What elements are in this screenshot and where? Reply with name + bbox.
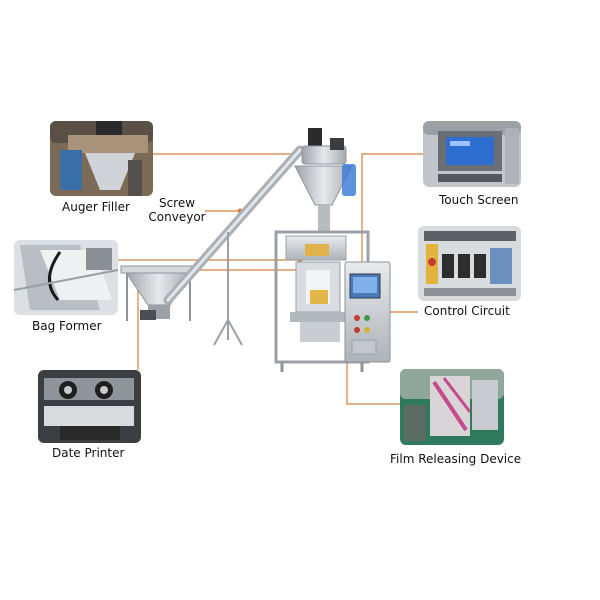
label-control-circuit: Control Circuit — [424, 304, 510, 318]
packaging-machine — [120, 128, 391, 372]
photo-auger-filler — [50, 121, 153, 196]
label-screw-conveyor: Screw Conveyor — [148, 196, 206, 224]
label-touch-screen: Touch Screen — [439, 193, 519, 207]
photo-film-releasing — [400, 369, 504, 445]
auger-filler-unit — [294, 128, 356, 231]
photo-bag-former — [13, 240, 119, 315]
photo-touch-screen — [423, 121, 521, 187]
label-date-printer: Date Printer — [52, 446, 125, 460]
label-bag-former: Bag Former — [32, 319, 102, 333]
screw-conveyor — [163, 145, 305, 346]
feed-hopper — [120, 265, 197, 321]
callout-touch-screen — [361, 153, 423, 275]
vffs-frame — [274, 230, 370, 372]
label-auger-filler: Auger Filler — [62, 200, 130, 214]
label-screw-line1: Screw — [158, 196, 196, 210]
photo-control-circuit — [418, 226, 521, 301]
photo-date-printer — [38, 370, 141, 443]
label-film-releasing-device: Film Releasing Device — [390, 452, 522, 466]
label-conveyor-line2: Conveyor — [148, 210, 206, 224]
control-cabinet — [344, 261, 391, 363]
